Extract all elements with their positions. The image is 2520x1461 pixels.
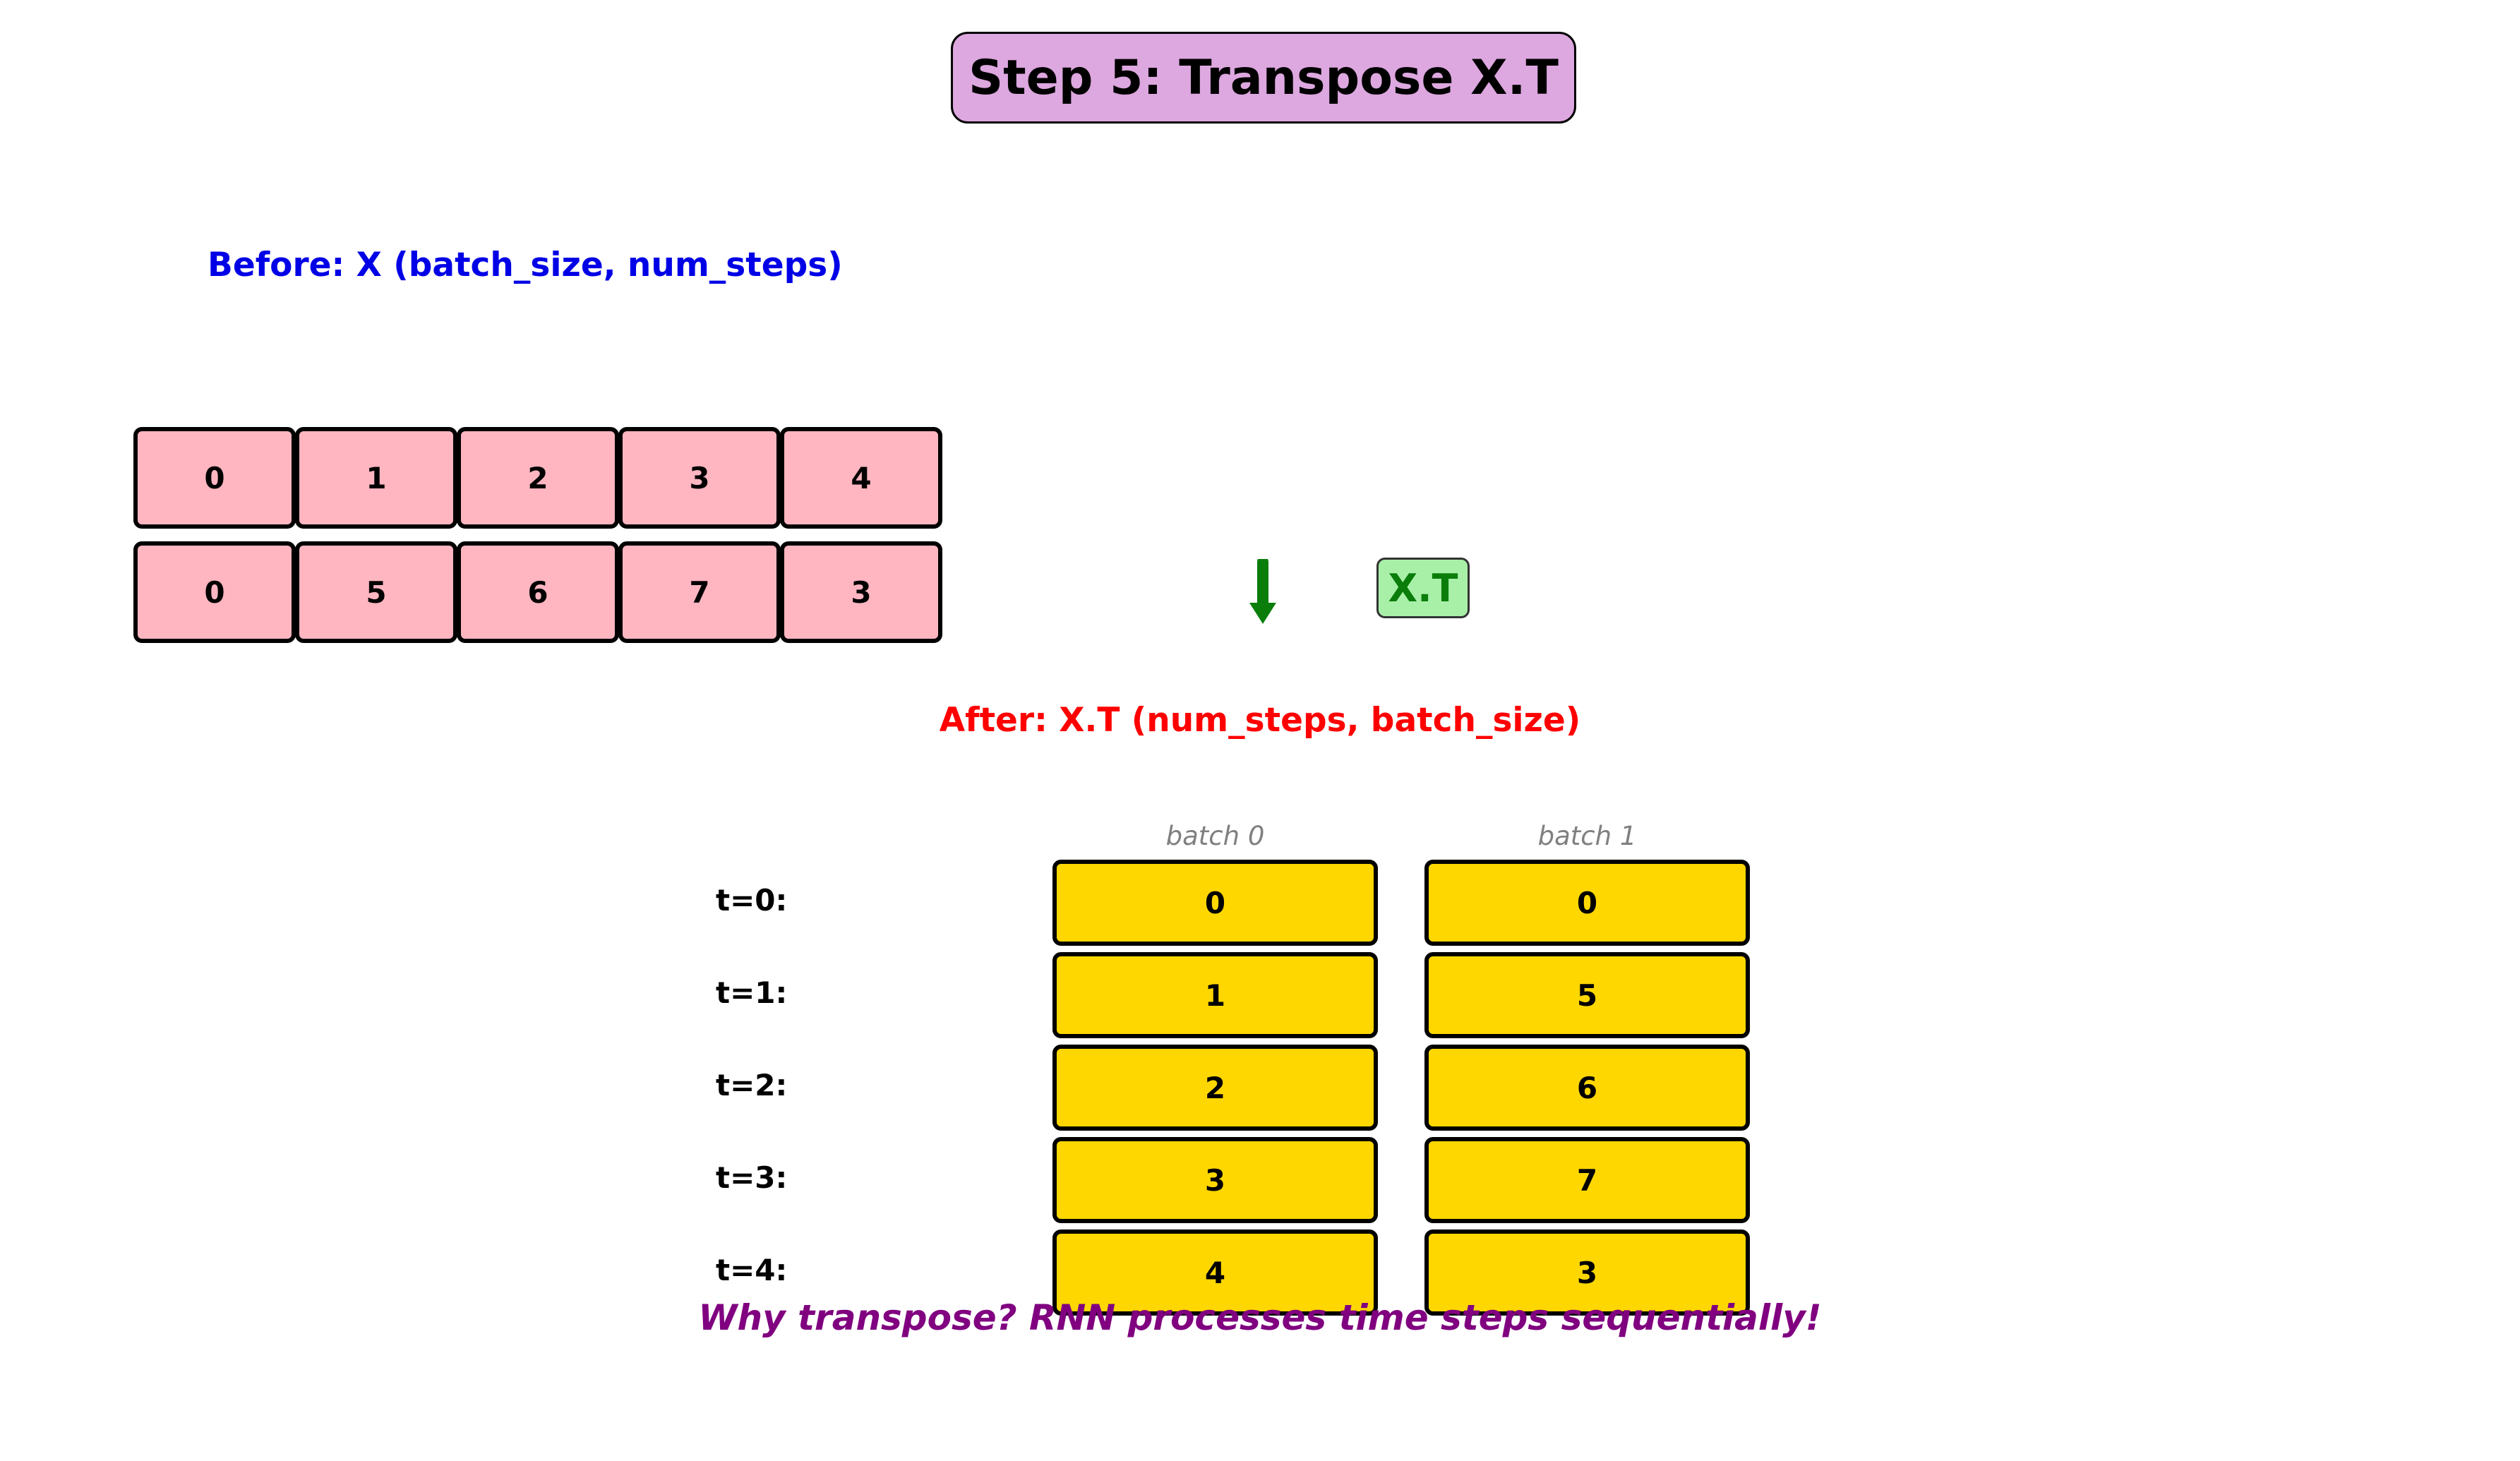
column-header: batch 1: [1537, 821, 1637, 851]
after-cell: 7: [1424, 1137, 1750, 1223]
column-header: batch 0: [1165, 821, 1265, 851]
after-cell: 0: [1052, 860, 1378, 946]
after-cell: 0: [1424, 860, 1750, 946]
before-cell: 1: [295, 427, 457, 529]
before-label: Before: X (batch_size, num_steps): [208, 246, 843, 284]
footer-note: Why transpose? RNN processes time steps …: [698, 1297, 1822, 1338]
transpose-badge: X.T: [1376, 558, 1470, 618]
time-step-label: t=1:: [716, 975, 788, 1010]
time-step-label: t=0:: [716, 883, 788, 918]
after-cell: 3: [1424, 1229, 1750, 1316]
time-step-label: t=2:: [716, 1068, 788, 1102]
after-cell: 5: [1424, 952, 1750, 1038]
before-cell: 5: [295, 541, 457, 643]
after-cell: 1: [1052, 952, 1378, 1038]
before-cell: 0: [133, 541, 296, 643]
before-cell: 4: [780, 427, 942, 529]
before-cell: 3: [780, 541, 942, 643]
after-label: After: X.T (num_steps, batch_size): [939, 701, 1581, 740]
time-step-label: t=3:: [716, 1160, 788, 1195]
after-cell: 6: [1424, 1045, 1750, 1131]
before-cell: 7: [618, 541, 781, 643]
after-cell: 3: [1052, 1137, 1378, 1223]
before-cell: 3: [618, 427, 781, 529]
after-cell: 4: [1052, 1229, 1378, 1316]
down-arrow-icon: [1249, 559, 1276, 624]
before-cell: 0: [133, 427, 296, 529]
before-cell: 2: [457, 427, 619, 529]
before-cell: 6: [457, 541, 619, 643]
title: Step 5: Transpose X.T: [951, 32, 1576, 124]
time-step-label: t=4:: [716, 1253, 788, 1287]
after-cell: 2: [1052, 1045, 1378, 1131]
